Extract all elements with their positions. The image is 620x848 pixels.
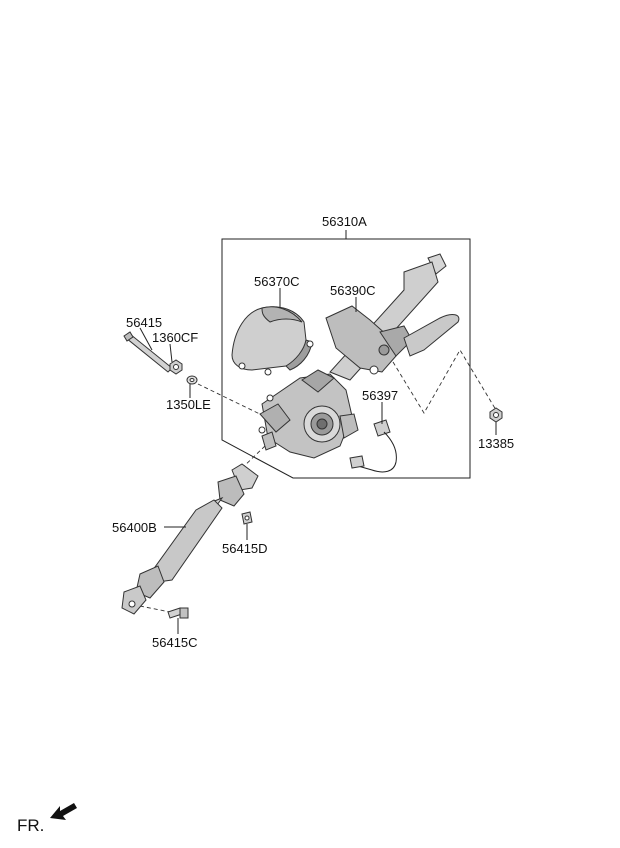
label-56415: 56415 xyxy=(126,315,162,330)
bolt-56415D xyxy=(241,511,253,525)
label-1360CF: 1360CF xyxy=(152,330,198,345)
assembly-outline-56310A xyxy=(221,238,471,479)
label-56415C: 56415C xyxy=(152,635,198,650)
label-56310A: 56310A xyxy=(322,214,367,229)
bolt-56415C xyxy=(167,607,189,619)
column-tube-56390C xyxy=(258,253,460,459)
label-56397: 56397 xyxy=(362,388,398,403)
dashed-leader-13385 xyxy=(392,349,497,414)
label-56400B: 56400B xyxy=(112,520,157,535)
label-56415D: 56415D xyxy=(222,541,268,556)
front-direction-label: FR. xyxy=(17,816,44,835)
nut-13385 xyxy=(489,407,503,423)
dashed-leader-bolt-line xyxy=(197,383,269,419)
washer-1350LE xyxy=(186,375,198,385)
label-13385: 13385 xyxy=(478,436,514,451)
label-56370C: 56370C xyxy=(254,274,300,289)
intermediate-shaft-56400B xyxy=(121,463,259,615)
label-56390C: 56390C xyxy=(330,283,376,298)
cover-56370C xyxy=(231,306,314,376)
nut-1360CF xyxy=(169,359,183,375)
front-direction-arrow-icon xyxy=(50,803,77,820)
label-1350LE: 1350LE xyxy=(166,397,211,412)
wiring-harness-56397 xyxy=(349,419,397,473)
